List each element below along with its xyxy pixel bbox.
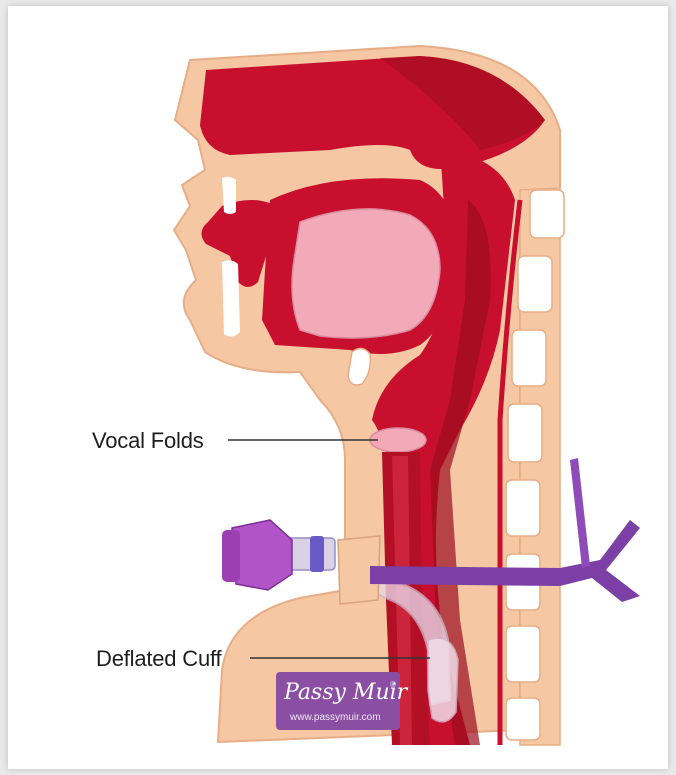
vocal-folds-label: Vocal Folds xyxy=(92,428,204,454)
speaking-valve-hub xyxy=(232,520,292,590)
tongue xyxy=(292,209,440,338)
vocal-folds-structure xyxy=(370,428,426,452)
vertebra xyxy=(530,190,564,238)
brand-logo-text: Passy Muir xyxy=(284,680,407,705)
head-model xyxy=(174,46,564,745)
vertebra xyxy=(506,480,540,536)
vertebra xyxy=(508,404,542,462)
nasal-bone-lower xyxy=(222,260,240,336)
speaking-valve-cap xyxy=(222,530,240,582)
deflated-cuff-balloon xyxy=(428,638,458,722)
deflated-cuff-label: Deflated Cuff xyxy=(96,646,221,672)
brand-trademark: ® xyxy=(390,680,396,689)
vertebra xyxy=(506,698,540,740)
nasal-bone-upper xyxy=(222,177,236,214)
vertebra xyxy=(518,256,552,312)
vertebra xyxy=(512,330,546,386)
trach-connector-ring xyxy=(310,536,324,572)
brand-url: www.passymuir.com xyxy=(290,712,381,723)
vertebra xyxy=(506,626,540,682)
ribbon-tail xyxy=(570,458,590,568)
